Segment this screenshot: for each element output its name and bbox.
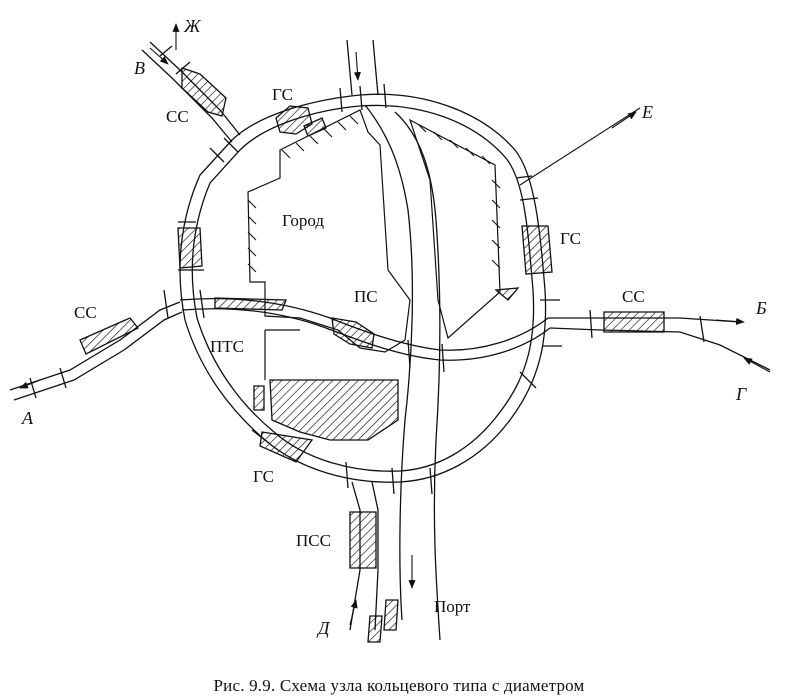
ring-junction-diagram: Город Порт СС ГС ПС ПТС СС ГС СС ГС ПСС … [9,16,771,643]
dir-v: В [134,58,145,78]
figure-caption: Рис. 9.9. Схема узла кольцевого типа с д… [213,676,585,695]
station-pss[interactable] [349,511,377,569]
dir-zh: Ж [183,16,202,36]
label-gs-north: ГС [272,85,293,104]
port-berths[interactable] [367,599,399,643]
station-gs-north[interactable] [275,105,327,137]
east-district [408,118,501,340]
label-port: Порт [434,597,471,616]
label-pss: ПСС [296,531,331,550]
station-gs-east[interactable] [494,225,553,301]
station-gs-south[interactable] [253,385,314,463]
label-ss-nw: СС [166,107,189,126]
city-area [247,109,411,353]
label-pts: ПТС [210,337,244,356]
label-ps: ПС [354,287,378,306]
track-ticks [29,45,705,495]
dir-a: А [21,408,34,428]
label-city: Город [282,211,324,230]
label-gs-east: ГС [560,229,581,248]
label-ss-east: СС [622,287,645,306]
station-ss-west[interactable] [79,317,140,355]
station-ss-east[interactable] [603,311,665,333]
label-gs-south: ГС [253,467,274,486]
south-district-outline [264,329,300,380]
station-pts[interactable] [214,297,287,311]
direction-arrows [19,23,771,626]
dir-b: Б [755,298,767,318]
dir-e: Е [641,102,653,122]
dir-d: Д [316,618,331,638]
south-city-block [269,379,399,441]
dir-g: Г [735,384,747,404]
label-ss-west: СС [74,303,97,322]
ring-railway [179,93,547,483]
station-ss-nw[interactable] [181,67,227,117]
station-ps[interactable] [331,317,375,349]
station-ring-west[interactable] [177,227,203,269]
